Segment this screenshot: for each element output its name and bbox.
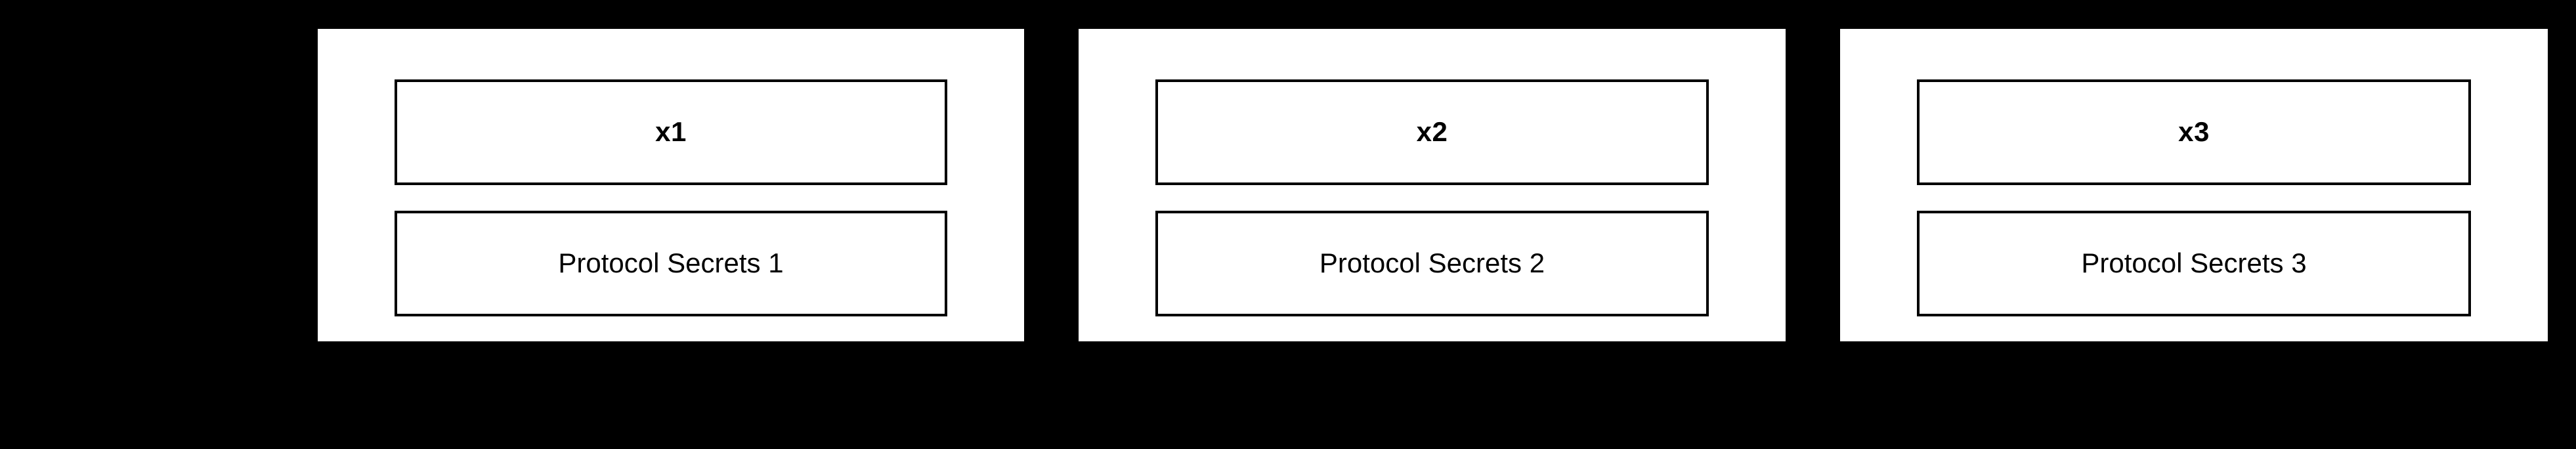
protocol-secrets-node-2-label: Protocol Secrets 2 (1319, 247, 1545, 279)
variable-node-3-label: x3 (2178, 116, 2210, 148)
protocol-secrets-node-1-label: Protocol Secrets 1 (558, 247, 784, 279)
variable-node-2-label: x2 (1416, 116, 1448, 148)
protocol-panel-2[interactable]: x2 Protocol Secrets 2 (1079, 29, 1786, 341)
variable-node-2[interactable]: x2 (1155, 79, 1709, 185)
protocol-secrets-node-1[interactable]: Protocol Secrets 1 (395, 211, 947, 316)
protocol-secrets-node-3-label: Protocol Secrets 3 (2081, 247, 2307, 279)
protocol-panel-3[interactable]: x3 Protocol Secrets 3 (1840, 29, 2548, 341)
protocol-secrets-node-2[interactable]: Protocol Secrets 2 (1155, 211, 1709, 316)
variable-node-3[interactable]: x3 (1917, 79, 2471, 185)
protocol-panel-1[interactable]: x1 Protocol Secrets 1 (318, 29, 1024, 341)
variable-node-1[interactable]: x1 (395, 79, 947, 185)
variable-node-1-label: x1 (655, 116, 687, 148)
protocol-secrets-node-3[interactable]: Protocol Secrets 3 (1917, 211, 2471, 316)
